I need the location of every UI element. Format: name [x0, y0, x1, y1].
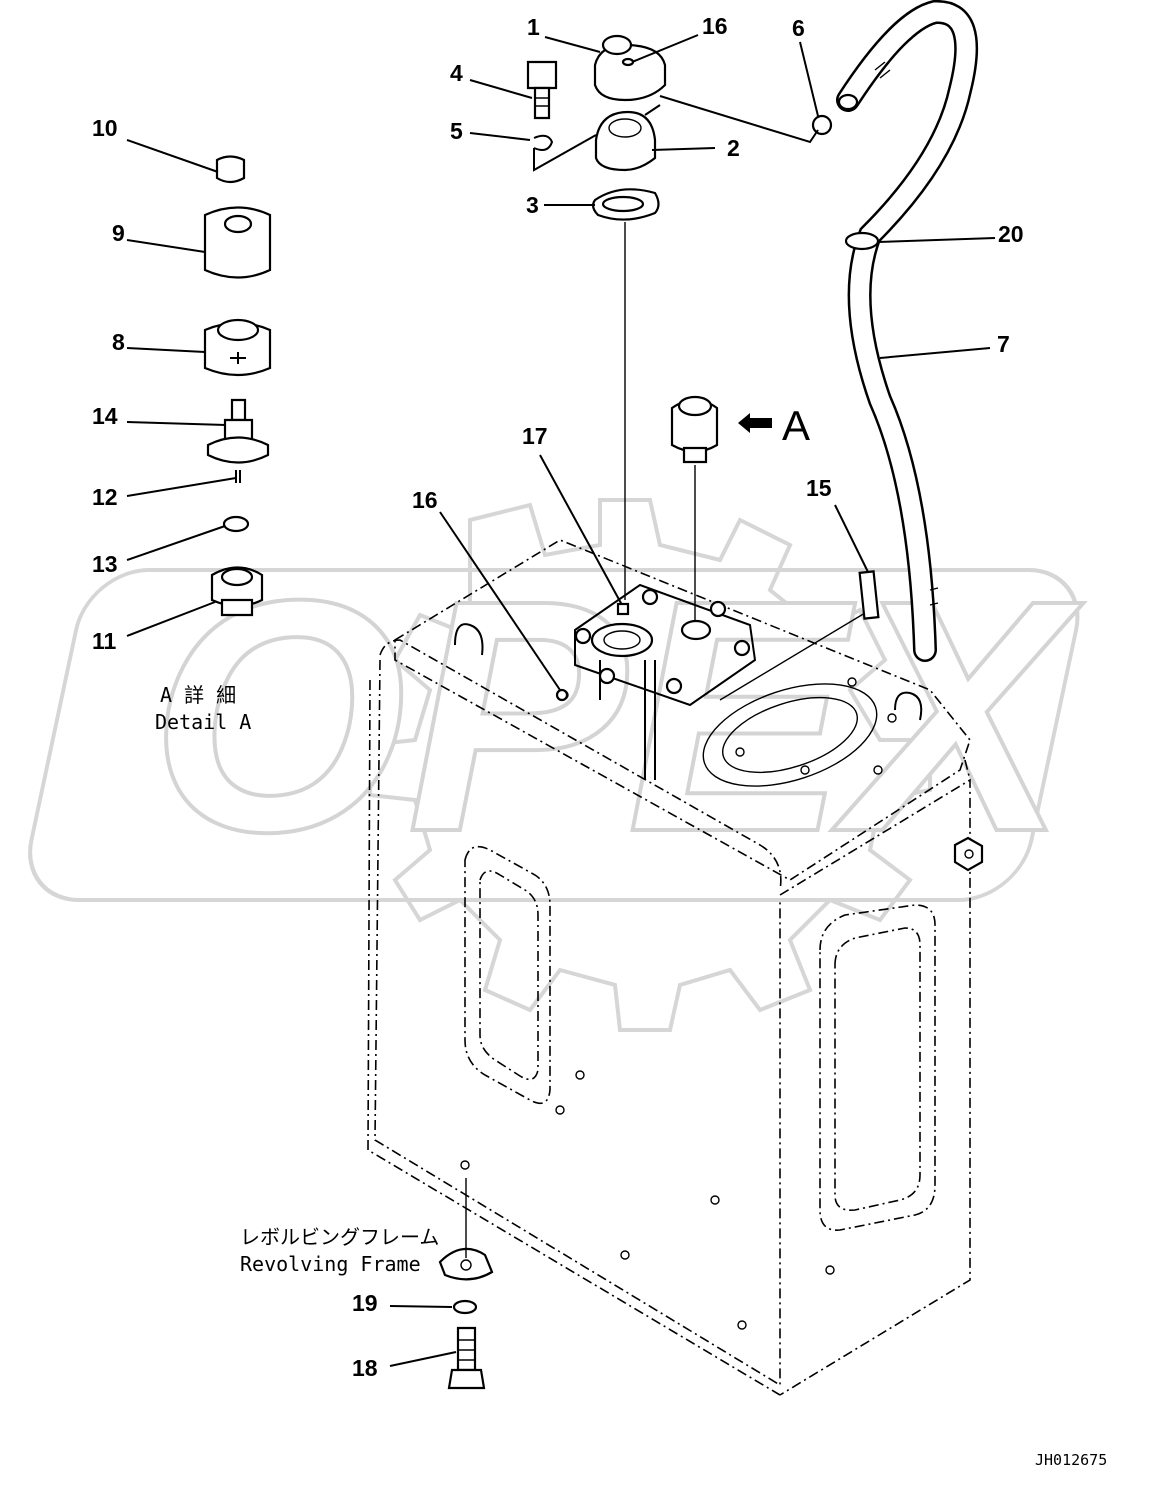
gasket-3: [591, 188, 660, 221]
callout-16-tank: 16: [412, 487, 438, 513]
callout-13: 13: [92, 551, 118, 577]
callout-4: 4: [450, 60, 463, 86]
callout-6: 6: [792, 15, 805, 41]
callout-18: 18: [352, 1355, 378, 1381]
callout-7: 7: [997, 331, 1010, 357]
callout-20: 20: [998, 221, 1024, 247]
drawing-number: JH012675: [1035, 1451, 1107, 1469]
lock-washer-5: [533, 134, 554, 151]
watermark-text: OPEX: [150, 531, 1084, 900]
revolving-frame-jp-label: レボルビングフレーム: [240, 1225, 439, 1249]
plug-17: [616, 602, 630, 616]
callout-2: 2: [727, 135, 740, 161]
view-a-part: [670, 395, 772, 464]
callout-17: 17: [522, 423, 548, 449]
leader-lines: [126, 34, 996, 1367]
detail-a-parts: [203, 155, 272, 617]
filler-cap-16: [593, 34, 667, 102]
callout-15: 15: [806, 475, 832, 501]
callout-9: 9: [112, 220, 125, 246]
detail-a-en-label: Detail A: [155, 710, 251, 734]
callout-5: 5: [450, 118, 463, 144]
decal-15: [858, 570, 880, 620]
callout-8: 8: [112, 329, 125, 355]
detail-a-jp-label: A 詳 細: [160, 683, 236, 707]
plug-16-hole: [555, 688, 569, 702]
callout-14: 14: [92, 403, 118, 429]
air-breather-hose: [811, 0, 979, 662]
callout-12: 12: [92, 484, 118, 510]
callout-11: 11: [92, 628, 117, 654]
callout-3: 3: [526, 192, 539, 218]
cap-base-2: [594, 104, 661, 172]
callout-1: 1: [527, 14, 540, 40]
revolving-frame-en-label: Revolving Frame: [240, 1252, 421, 1276]
hydraulic-tank: [367, 539, 984, 1396]
callout-19: 19: [352, 1290, 378, 1316]
callout-16-top: 16: [702, 13, 728, 39]
bolt-4: [526, 60, 558, 120]
callout-10: 10: [92, 115, 118, 141]
frame-fasteners: [438, 1247, 494, 1390]
view-a-letter: A: [782, 402, 810, 449]
callout-numbers: 1 2 3 4 5 6 7 8 9 10 11 12 13 14 15 16 1…: [92, 13, 1024, 1381]
